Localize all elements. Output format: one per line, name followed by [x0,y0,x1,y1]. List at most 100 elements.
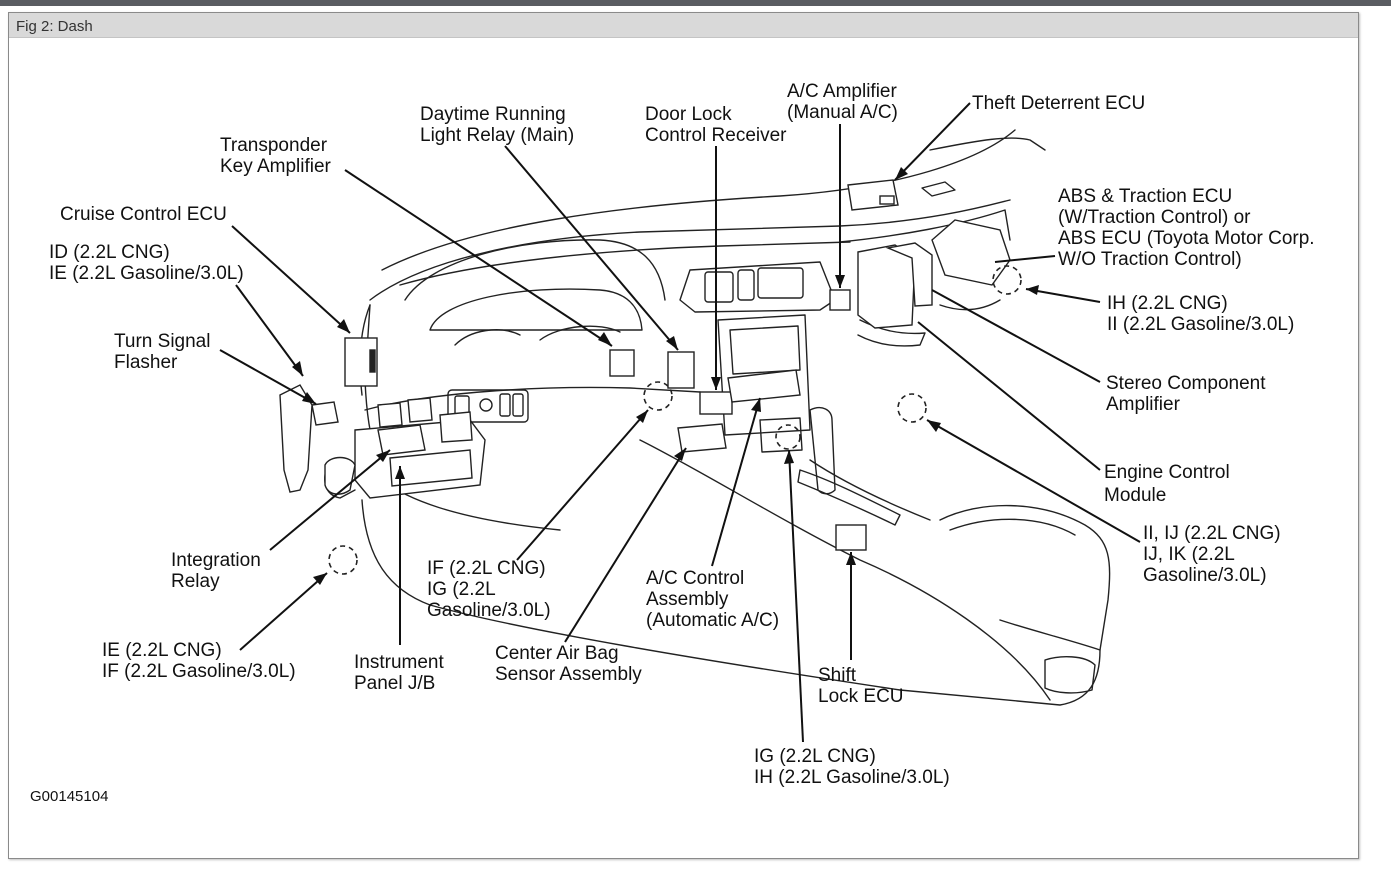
turn-signal-bracket [279,384,313,493]
armrest-inner [949,518,1076,536]
label-connector-ig-ih: IG (2.2L CNG) IH (2.2L Gasoline/3.0L) [754,746,950,788]
right-dash-top [839,209,1011,243]
label-connector-ii-ij: II, IJ (2.2L CNG) IJ, IK (2.2L Gasoline/… [1143,523,1281,586]
label-line: (W/Traction Control) or [1058,207,1251,228]
label-line: Control Receiver [645,125,787,146]
dash-upper-contour [369,199,1011,301]
leader-if-ig [516,409,649,561]
label-connector-id-ie: ID (2.2L CNG) IE (2.2L Gasoline/3.0L) [49,242,244,284]
arrowhead-transponder [598,332,612,346]
arrowhead-ih-ii [1026,285,1039,295]
label-line: Flasher [114,352,178,373]
integration-relay-box [377,424,426,456]
label-line: Gasoline/3.0L) [427,600,551,621]
label-ac-amplifier: A/C Amplifier (Manual A/C) [787,81,898,123]
leader-stereo [931,289,1101,383]
transponder-key-amplifier-box [609,349,635,377]
label-line: IH (2.2L CNG) [1107,293,1228,314]
label-ac-control-assembly: A/C Control Assembly (Automatic A/C) [646,568,779,631]
defroster-vent [921,181,956,197]
radio-slot [729,325,801,375]
leader-ie-if [239,572,328,651]
stereo-amplifier-box [857,244,916,329]
label-line: Theft Deterrent ECU [972,93,1146,114]
arrowhead-door-lock [711,377,721,390]
label-connector-ih-ii: IH (2.2L CNG) II (2.2L Gasoline/3.0L) [1107,293,1294,335]
ecm-box [885,242,933,307]
arrowhead-airbag [674,448,686,461]
label-line: Integration [171,550,261,571]
arrowhead-ig-ih [784,450,794,464]
arrowhead-ac-control [751,398,761,412]
label-line: IE (2.2L CNG) [102,640,222,661]
label-transponder-key-amplifier: Transponder Key Amplifier [220,135,331,177]
jb-fuse-grid [389,449,473,487]
jb-bracket [324,456,356,495]
right-dash-edge [939,299,1001,311]
center-vent-left [704,271,734,303]
leader-airbag [564,447,687,643]
cruise-ecu-connector [369,349,376,373]
label-stereo-component-amplifier: Stereo Component Amplifier [1106,373,1266,415]
drl-relay-box [667,351,695,389]
label-line: A/C Control [646,568,745,589]
leader-ac-control [711,397,761,567]
console-cupholder [1044,656,1096,694]
arrowhead-ie-if [313,573,327,585]
figure-title: Fig 2: Dash [16,18,93,35]
label-line: Lock ECU [818,686,904,707]
center-vent-mid [737,269,755,301]
label-integration-relay: Integration Relay [171,550,261,592]
label-line: Key Amplifier [220,156,331,177]
abs-ecu-box [931,219,1011,286]
knee-panel [361,499,431,606]
leader-transponder [344,169,613,347]
leader-drl [504,145,679,351]
label-line: Panel J/B [354,673,436,694]
label-line: IH (2.2L Gasoline/3.0L) [754,767,950,788]
label-line: Door Lock [645,104,732,125]
arrowhead-instrument-jb [395,466,405,479]
label-line: II (2.2L Gasoline/3.0L) [1107,314,1295,335]
leader-cruise [231,225,351,334]
arrowhead-drl [666,336,678,350]
label-line: IE (2.2L Gasoline/3.0L) [49,263,244,284]
leader-ii-ij [926,419,1141,543]
label-shift-lock-ecu: Shift Lock ECU [818,665,904,707]
turn-signal-flasher-box [311,401,339,426]
label-line: Stereo Component [1106,373,1266,394]
door-lock-receiver-box [699,391,733,415]
figure-reference-id: G00145104 [30,788,109,805]
connector-circle-ih-ii [992,265,1022,295]
leader-abs [994,255,1056,263]
label-line: ABS ECU (Toyota Motor Corp. [1058,228,1315,249]
hvac-panel [759,417,803,453]
console-base [429,604,1101,706]
label-line: ID (2.2L CNG) [49,242,170,263]
leader-id-ie [235,284,304,377]
switch-2 [499,393,511,417]
label-line: W/O Traction Control) [1058,249,1242,270]
arrowhead-turn-signal [302,392,316,404]
center-vent-right [757,267,804,299]
label-line: Gasoline/3.0L) [1143,565,1267,586]
theft-deterrent-ecu-box [847,179,899,211]
label-line: Engine Control [1104,462,1230,483]
label-line: Module [1104,485,1167,506]
label-line: (Manual A/C) [787,102,898,123]
label-line: Light Relay (Main) [420,125,575,146]
label-line: IJ, IK (2.2L [1143,544,1235,565]
shift-gate [797,469,901,526]
label-line: Assembly [646,589,729,610]
connector-circle-ig-ih [775,424,801,450]
label-line: Center Air Bag [495,643,619,664]
arrowhead-integration [376,450,390,462]
label-line: Instrument [354,652,444,673]
leader-theft [894,102,971,181]
arrowhead-cruise [337,319,350,333]
cluster-opening [429,288,643,331]
label-line: Sensor Assembly [495,664,642,685]
armrest [939,504,1111,651]
label-line: Transponder [220,135,328,156]
